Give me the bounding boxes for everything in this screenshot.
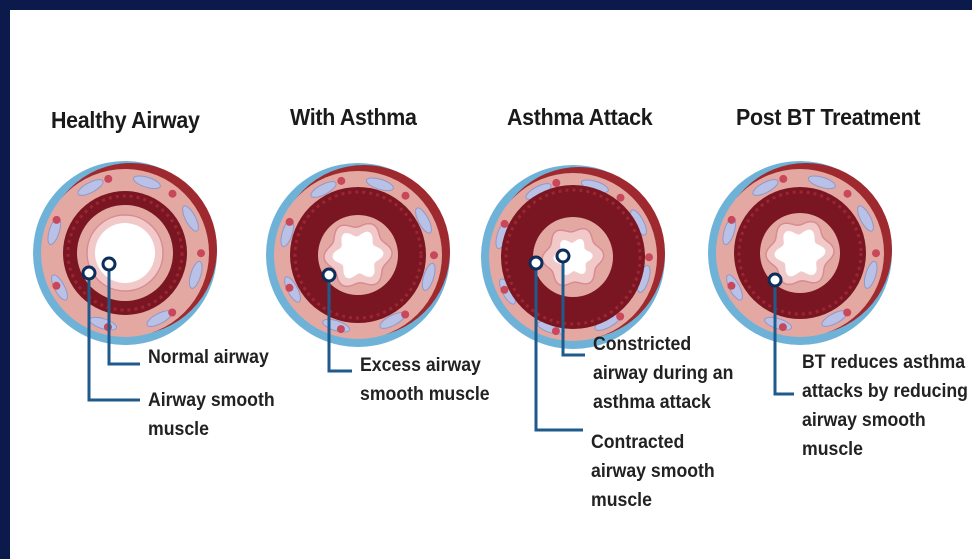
gland-cluster [53, 216, 61, 224]
label-excess-airway-smooth-muscle: Excess airway smooth muscle [360, 351, 490, 409]
airway-cross-section-2 [266, 163, 450, 347]
gland-cluster [104, 175, 112, 183]
gland-cluster [552, 327, 560, 335]
gland-cluster [501, 220, 509, 228]
gland-cluster [645, 253, 653, 261]
airway-cross-section-3 [481, 165, 665, 349]
leader-normal-airway-marker [103, 258, 115, 270]
airway-diagram [10, 10, 972, 559]
gland-cluster [402, 192, 410, 200]
leader-excess-airway-smooth-muscle-marker [323, 269, 335, 281]
gland-cluster [728, 216, 736, 224]
airway-cross-section-1 [33, 161, 217, 345]
gland-cluster [169, 190, 177, 198]
gland-cluster [872, 249, 880, 257]
gland-cluster [285, 284, 293, 292]
label-contracted-airway-smooth-muscle: Contracted airway smooth muscle [591, 428, 715, 515]
title-with-asthma: With Asthma [290, 104, 417, 131]
leader-bt-reduces-attacks-marker [769, 274, 781, 286]
label-airway-smooth-muscle: Airway smooth muscle [148, 386, 275, 444]
gland-cluster [843, 309, 851, 317]
gland-cluster [844, 190, 852, 198]
gland-cluster [197, 249, 205, 257]
gland-cluster [727, 282, 735, 290]
airway-lumen [95, 223, 155, 283]
gland-cluster [617, 194, 625, 202]
label-constricted-airway: Constricted airway during an asthma atta… [593, 330, 733, 417]
diagram-frame: Healthy Airway With Asthma Asthma Attack… [10, 10, 972, 559]
airway-cross-section-4 [708, 161, 892, 345]
gland-cluster [168, 309, 176, 317]
gland-cluster [337, 177, 345, 185]
leader-constricted-airway-marker [557, 250, 569, 262]
gland-cluster [616, 313, 624, 321]
title-asthma-attack: Asthma Attack [507, 104, 652, 131]
gland-cluster [286, 218, 294, 226]
label-bt-reduces-attacks: BT reduces asthma attacks by reducing ai… [802, 348, 968, 464]
gland-cluster [779, 175, 787, 183]
title-healthy-airway: Healthy Airway [51, 107, 200, 134]
gland-cluster [552, 179, 560, 187]
gland-cluster [500, 286, 508, 294]
leader-contracted-airway-smooth-muscle-marker [530, 257, 542, 269]
gland-cluster [401, 311, 409, 319]
gland-cluster [430, 251, 438, 259]
title-post-bt-treatment: Post BT Treatment [736, 104, 920, 131]
leader-airway-smooth-muscle-marker [83, 267, 95, 279]
gland-cluster [779, 323, 787, 331]
label-normal-airway: Normal airway [148, 343, 269, 372]
gland-cluster [52, 282, 60, 290]
gland-cluster [337, 325, 345, 333]
